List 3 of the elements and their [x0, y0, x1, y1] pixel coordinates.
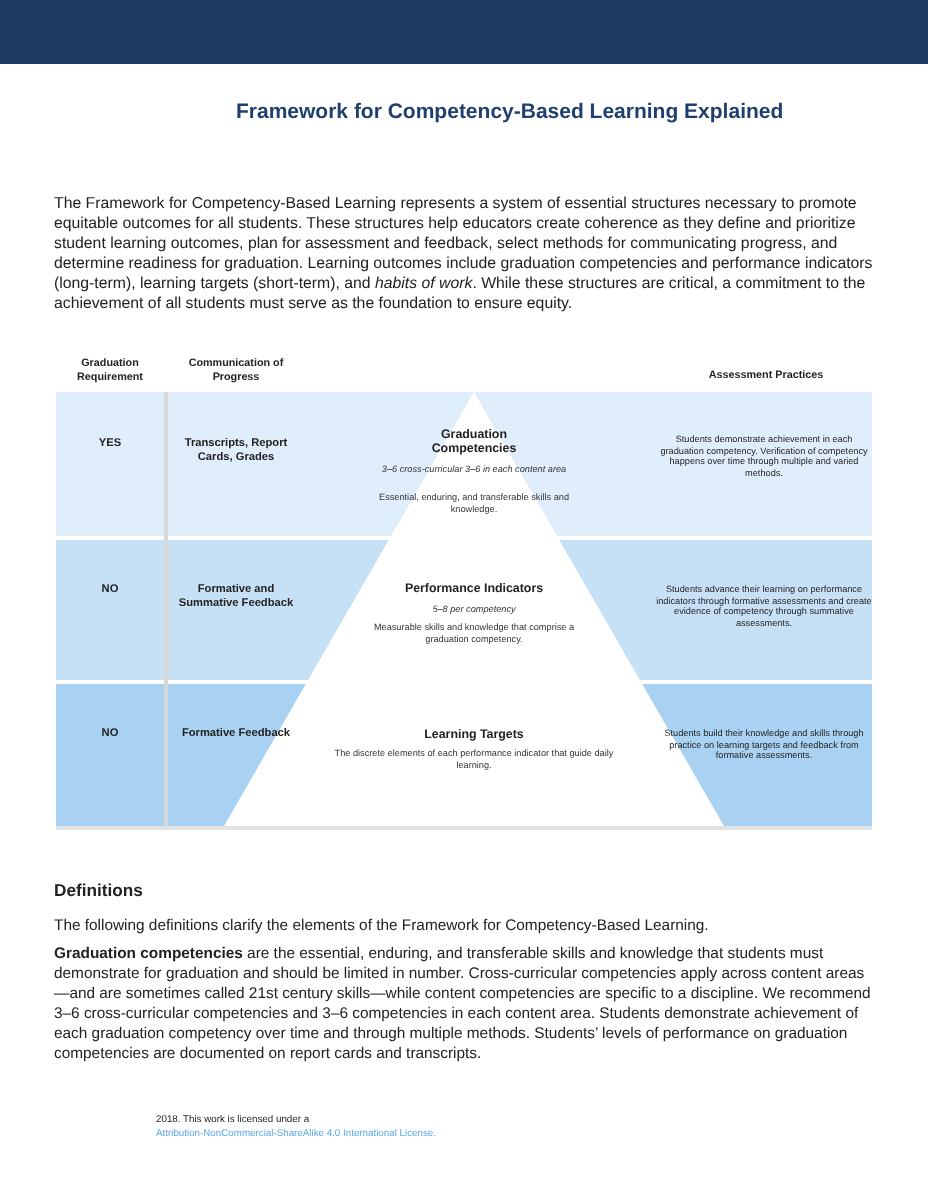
- section-heading: Definitions: [54, 880, 145, 901]
- page-title: Framework for Competency-Based Learning Explained: [236, 100, 786, 124]
- pyramid-tier: [308, 540, 640, 680]
